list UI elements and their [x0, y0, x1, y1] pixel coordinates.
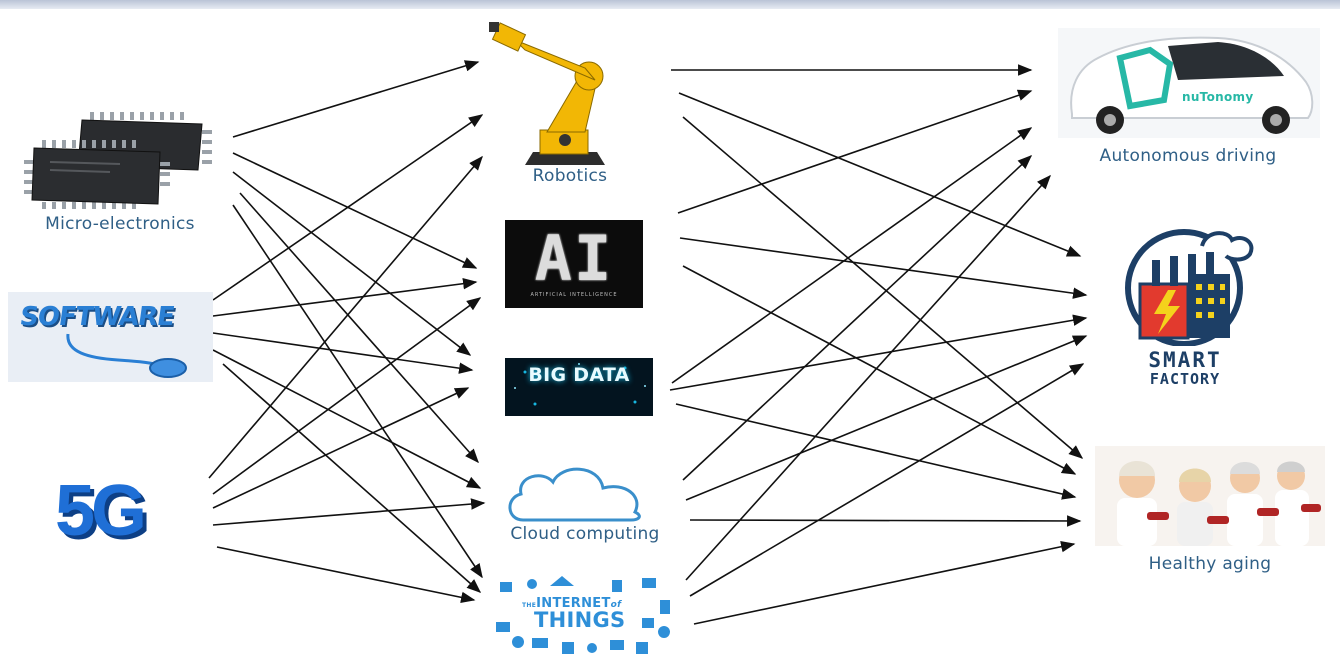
- node-healthy-aging: Healthy aging: [1095, 446, 1325, 578]
- arrow-micro-to-bigdata: [232, 171, 472, 356]
- 5g-icon: 5G: [55, 471, 147, 551]
- arrow-ai-to-autonomous: [677, 89, 1033, 214]
- arrow-5g-to-ai: [212, 297, 482, 495]
- arrow-bigdata-to-autonomous: [671, 127, 1033, 384]
- iot-icon: [496, 576, 670, 654]
- arrow-iot-to-aging: [693, 541, 1076, 625]
- software-mouse-icon: [8, 292, 213, 382]
- node-big-data: BIG DATA: [505, 358, 653, 416]
- factory-icon: [1125, 229, 1254, 346]
- node-micro-electronics: Micro-electronics: [15, 110, 225, 240]
- iot-internet: INTERNET: [536, 596, 611, 611]
- robot-arm-icon: [489, 22, 605, 165]
- arrow-robotics-to-smart: [678, 92, 1082, 257]
- node-5g: 5G: [55, 471, 195, 558]
- arrow-5g-to-bigdata: [212, 387, 470, 509]
- arrow-5g-to-cloud: [212, 498, 486, 526]
- arrow-software-to-robotics: [212, 114, 484, 301]
- seniors-exercise-icon: [1095, 446, 1325, 546]
- car-icon: [1058, 28, 1320, 138]
- robotics-label: Robotics: [532, 166, 608, 186]
- arrow-bigdata-to-smart: [669, 314, 1088, 391]
- big-data-icon: BIG DATA: [528, 364, 630, 386]
- iot-of: of: [610, 600, 622, 610]
- node-robotics: Robotics: [480, 20, 660, 190]
- arrow-micro-to-cloud: [239, 192, 479, 464]
- arrow-micro-to-iot: [232, 204, 483, 579]
- arrow-software-to-bigdata: [212, 332, 474, 374]
- arrow-5g-to-robotics: [208, 155, 483, 479]
- software-label: SOFTWARE: [17, 302, 176, 332]
- chip-icon: [24, 112, 212, 209]
- cloud-icon: [508, 467, 641, 522]
- arrow-iot-to-smart: [689, 363, 1085, 597]
- smart-label: SMART: [1148, 348, 1222, 372]
- arrow-micro-to-robotics: [232, 60, 480, 138]
- arrow-robotics-to-aging: [682, 116, 1084, 459]
- node-smart-factory: SMART FACTORY: [1105, 226, 1265, 391]
- arrow-5g-to-iot: [216, 546, 476, 604]
- micro-electronics-label: Micro-electronics: [45, 214, 195, 234]
- node-cloud: Cloud computing: [485, 462, 685, 552]
- arrow-software-to-iot: [222, 363, 482, 593]
- cloud-label: Cloud computing: [510, 524, 660, 544]
- big-data-glow: [514, 363, 646, 406]
- iot-label: THINGS: [534, 608, 626, 632]
- node-autonomous-driving: nuTonomy Autonomous driving: [1058, 28, 1320, 173]
- arrow-cloud-to-autonomous: [682, 155, 1033, 481]
- factory-label: FACTORY: [1149, 370, 1221, 388]
- arrow-cloud-to-aging: [689, 515, 1082, 527]
- autonomous-driving-label: Autonomous driving: [1099, 146, 1277, 166]
- top-bar: [0, 0, 1340, 9]
- arrow-software-to-ai: [212, 277, 478, 317]
- iot-internet-label: THEINTERNETof: [522, 596, 621, 611]
- car-brand-text: nuTonomy: [1182, 90, 1254, 104]
- iot-the: THE: [522, 602, 537, 609]
- ai-sublabel: ARTIFICIAL INTELLIGENCE: [530, 292, 618, 298]
- healthy-aging-label: Healthy aging: [1148, 554, 1272, 574]
- node-ai: AI ARTIFICIAL INTELLIGENCE: [505, 220, 643, 308]
- arrow-ai-to-aging: [682, 265, 1077, 475]
- node-software: SOFTWARE: [8, 292, 213, 382]
- ai-icon: AI: [534, 222, 614, 295]
- node-iot: THEINTERNETof THINGS: [492, 572, 677, 660]
- arrow-ai-to-smart: [679, 237, 1088, 299]
- arrow-micro-to-ai: [232, 152, 478, 269]
- arrow-iot-to-autonomous: [685, 174, 1051, 581]
- arrow-software-to-cloud: [212, 349, 482, 489]
- arrow-bigdata-to-aging: [675, 403, 1077, 500]
- arrow-cloud-to-smart: [685, 335, 1088, 501]
